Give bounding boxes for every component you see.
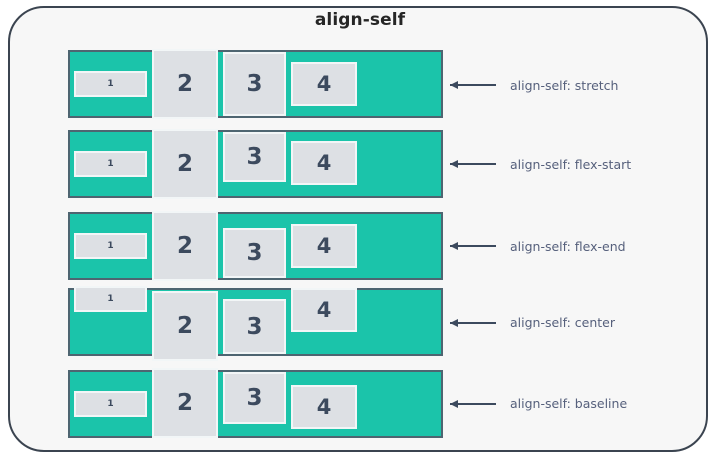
row-flex-end: 1 2 3 4 <box>68 211 443 281</box>
flex-item-1: 1 <box>74 151 147 177</box>
flex-item-number: 4 <box>316 234 332 258</box>
arrow-left-icon <box>450 400 496 408</box>
flex-item-number: 4 <box>316 151 332 175</box>
flex-item-4: 4 <box>291 288 357 332</box>
flex-item-number: 3 <box>246 71 263 97</box>
flex-item-2: 2 <box>152 368 218 438</box>
flex-item-3: 3 <box>223 299 286 354</box>
row-label-flex-start: align-self: flex-start <box>510 157 632 172</box>
flex-container: 1 2 3 4 <box>68 49 443 119</box>
page-title: align-self <box>314 10 406 30</box>
flex-item-4: 4 <box>291 224 357 268</box>
flex-item-number: 2 <box>176 233 193 259</box>
flex-item-number: 1 <box>107 79 114 89</box>
row-label-center: align-self: center <box>510 315 616 330</box>
flex-item-1: 1 <box>74 286 147 312</box>
flex-item-3: 3 <box>223 228 286 278</box>
row-flex-start: 1 2 3 4 <box>68 129 443 199</box>
flex-item-2: 2 <box>152 129 218 199</box>
flex-item-number: 3 <box>246 385 263 411</box>
flex-item-4: 4 <box>291 62 357 106</box>
arrow-left-icon <box>450 242 496 250</box>
flex-item-number: 3 <box>246 240 263 266</box>
flex-item-2: 2 <box>152 211 218 281</box>
flex-container: 1 2 3 4 <box>68 368 443 438</box>
flex-item-number: 2 <box>176 390 193 416</box>
flex-item-number: 4 <box>316 72 332 96</box>
row-baseline: 1 2 3 4 <box>68 368 443 438</box>
flex-item-3: 3 <box>223 132 286 182</box>
flex-item-number: 4 <box>316 394 332 419</box>
arrow-left-icon <box>450 81 496 89</box>
flex-item-number: 1 <box>107 399 114 409</box>
arrow-left-icon <box>450 319 496 327</box>
flex-item-number: 2 <box>176 71 193 97</box>
flex-item-1: 1 <box>74 391 147 417</box>
flex-item-4: 4 <box>291 141 357 185</box>
flex-item-number: 1 <box>107 159 114 169</box>
flex-container: 1 2 3 4 <box>68 286 443 361</box>
flex-item-1: 1 <box>74 233 147 259</box>
flex-item-number: 4 <box>316 298 332 322</box>
flex-item-2: 2 <box>152 49 218 119</box>
flex-item-1: 1 <box>74 71 147 97</box>
arrow-left-icon <box>450 160 496 168</box>
flex-item-3: 3 <box>223 372 286 424</box>
flex-item-number: 1 <box>107 241 114 251</box>
row-stretch: 1 2 3 4 <box>68 49 443 119</box>
flex-container: 1 2 3 4 <box>68 211 443 281</box>
flex-item-number: 2 <box>176 312 193 339</box>
row-label-baseline: align-self: baseline <box>510 396 628 411</box>
row-label-stretch: align-self: stretch <box>510 78 619 93</box>
flex-item-number: 2 <box>176 151 193 177</box>
flex-item-2: 2 <box>152 290 218 361</box>
flex-item-4: 4 <box>291 384 357 429</box>
flex-item-3: 3 <box>223 52 286 116</box>
row-center: 1 2 3 4 <box>68 286 443 361</box>
row-label-flex-end: align-self: flex-end <box>510 239 626 254</box>
flex-container: 1 2 3 4 <box>68 129 443 199</box>
flex-item-number: 1 <box>107 294 114 304</box>
flex-item-number: 3 <box>246 144 263 170</box>
flex-item-number: 3 <box>246 313 263 340</box>
